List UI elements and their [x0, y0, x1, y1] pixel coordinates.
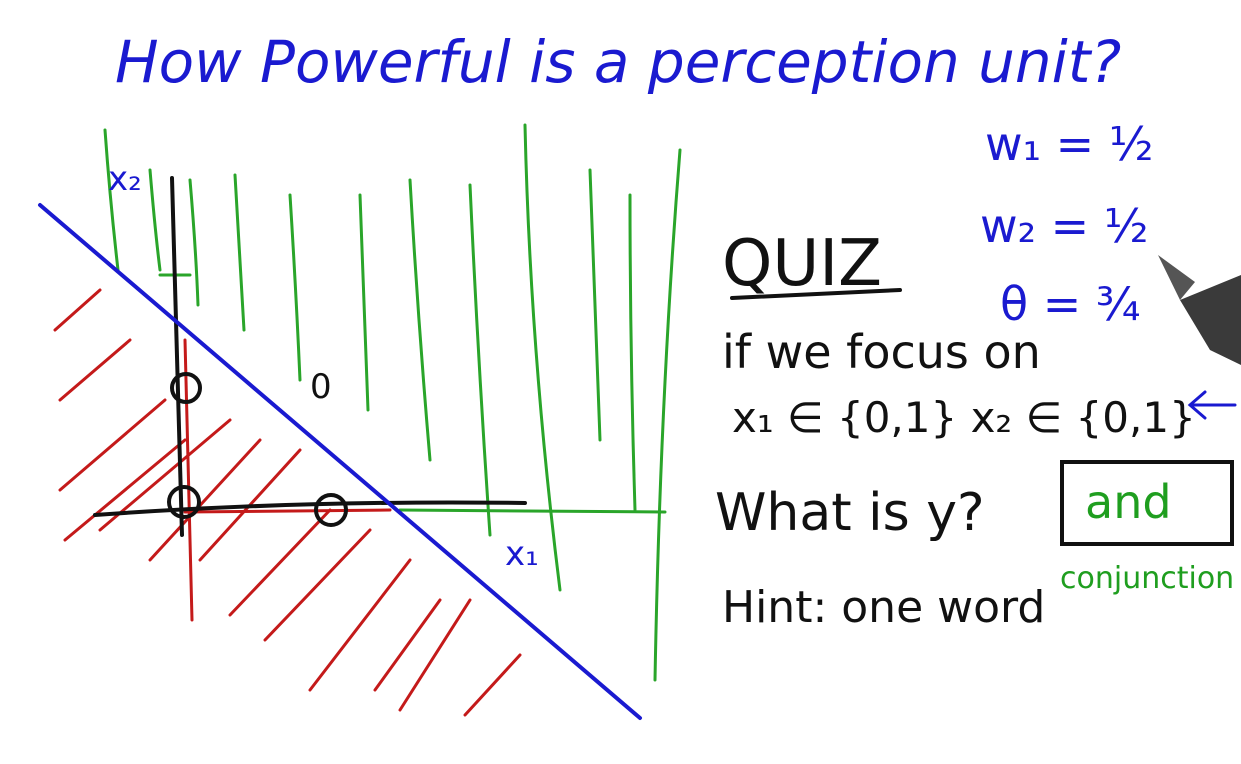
- red-stroke: [228, 508, 332, 617]
- pen-tip: [1158, 255, 1195, 300]
- green-stroke: [523, 123, 562, 592]
- quiz-question: What is y?: [715, 483, 985, 543]
- pen-barrel: [1180, 275, 1241, 365]
- x-axis-label: x₁: [505, 534, 539, 574]
- green-stroke: [188, 178, 200, 307]
- quiz-heading: QUIZ: [722, 227, 882, 301]
- param-theta: θ = ¾: [1000, 277, 1141, 331]
- quiz-line-1: if we focus on: [722, 325, 1041, 379]
- x-axis: [93, 500, 527, 517]
- red-stroke: [53, 288, 102, 332]
- red-x-segment: [183, 508, 392, 514]
- green-stroke: [358, 193, 370, 412]
- y-axis: [170, 176, 184, 537]
- red-stroke: [58, 398, 167, 492]
- point-1-0: [314, 493, 348, 527]
- green-stroke: [628, 193, 637, 512]
- data-points: 0: [167, 367, 348, 527]
- decision-boundary-line: [38, 203, 642, 720]
- point-1-1-label: 0: [310, 367, 332, 407]
- green-stroke: [288, 193, 302, 382]
- answer-box: [1060, 460, 1234, 546]
- red-stroke: [63, 438, 187, 542]
- answer-text: and: [1085, 475, 1172, 529]
- param-w1: w₁ = ½: [985, 117, 1153, 171]
- quiz-hint: Hint: one word: [722, 582, 1045, 633]
- pen-icon: [1158, 255, 1241, 365]
- pointer-arrow: [1187, 390, 1237, 420]
- green-stroke: [468, 183, 492, 537]
- quiz-line-2: x₁ ∈ {0,1} x₂ ∈ {0,1}: [732, 393, 1196, 442]
- red-stroke: [263, 528, 372, 642]
- param-w2: w₂ = ½: [980, 199, 1148, 253]
- red-stroke: [373, 598, 442, 692]
- quiz-heading-underline: [730, 288, 902, 300]
- red-stroke: [308, 558, 412, 692]
- red-stroke: [463, 653, 522, 717]
- green-stroke: [588, 168, 602, 442]
- red-stroke: [398, 598, 472, 712]
- answer-note: conjunction: [1060, 561, 1234, 596]
- green-stroke: [408, 178, 432, 462]
- positive-region-hatching: [103, 123, 682, 682]
- green-stroke: [103, 128, 120, 272]
- red-stroke: [58, 338, 132, 402]
- red-y-segment: [183, 338, 194, 622]
- negative-region-hatching: [53, 288, 522, 717]
- green-stroke: [653, 148, 682, 682]
- point-0-1: [170, 372, 202, 404]
- point-0-0: [167, 485, 201, 519]
- green-stroke: [233, 173, 246, 332]
- y-axis-label: x₂: [108, 159, 142, 199]
- red-stroke: [148, 438, 262, 562]
- title: How Powerful is a perception unit?: [115, 28, 1121, 96]
- green-x-axis-extension: [398, 508, 667, 514]
- green-stroke: [148, 168, 162, 272]
